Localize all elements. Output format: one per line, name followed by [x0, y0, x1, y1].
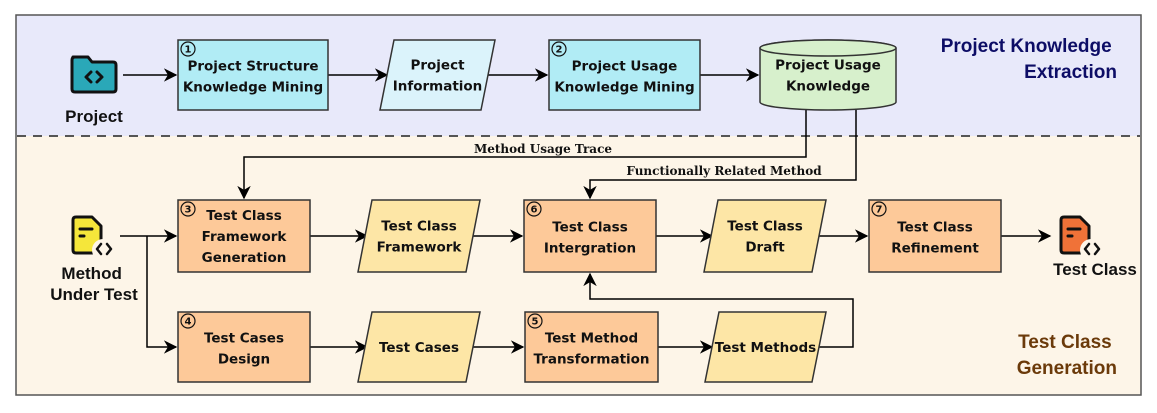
- node-test-methods: Test Methods: [704, 311, 827, 383]
- step-badge-circle: [871, 201, 887, 217]
- step-badge-number: 1: [185, 45, 192, 56]
- process-box: [523, 199, 657, 273]
- step-badge-circle: [180, 201, 196, 217]
- step-badge-number: 5: [532, 317, 539, 328]
- data-parallelogram: [703, 199, 827, 273]
- step-badge-circle: [551, 41, 567, 57]
- step-badge-circle: [180, 41, 196, 57]
- node-label: Test Methods: [715, 340, 816, 356]
- edge-label-method-usage-trace: Method Usage Trace: [474, 142, 612, 156]
- project-icon-group: Project: [65, 55, 123, 126]
- edge-testmethods-to-step6: [583, 272, 854, 348]
- step-badge-circle: [526, 201, 542, 217]
- process-box: [177, 199, 311, 273]
- step-badge-number: 6: [531, 205, 538, 216]
- code-folder-icon: [70, 55, 118, 94]
- section-title-top: Project Knowledge Extraction: [941, 36, 1117, 83]
- step-badge-number: 7: [876, 205, 883, 216]
- code-file-icon: [71, 215, 114, 261]
- outer-border: [15, 14, 1142, 396]
- step-badge-number: 3: [185, 205, 192, 216]
- step-badge-circle: [180, 313, 196, 329]
- edge-method-usage-trace: [237, 110, 807, 200]
- process-box: [548, 39, 701, 111]
- section-title-bottom: Test Class Generation: [1017, 332, 1117, 379]
- method-under-test-label: Method Under Test: [50, 264, 138, 304]
- edge-functionally-related: [583, 110, 857, 200]
- process-box: [177, 39, 329, 111]
- data-parallelogram: [379, 39, 496, 111]
- test-class-label: Test Class: [1053, 260, 1137, 279]
- process-box: [524, 311, 659, 383]
- process-box: [177, 311, 311, 383]
- edge-mut-to-step4: [146, 236, 178, 354]
- node-label: Test Cases: [379, 340, 459, 356]
- code-file-icon: [1059, 215, 1102, 261]
- step-badge-circle: [527, 313, 543, 329]
- step-badge-number: 4: [185, 317, 192, 328]
- step-badge-number: 2: [556, 45, 563, 56]
- test-class-output-group: Test Class: [1053, 215, 1137, 279]
- edges: [120, 68, 1052, 354]
- process-box: [868, 199, 1002, 273]
- project-label: Project: [65, 107, 123, 126]
- data-parallelogram: [704, 311, 827, 383]
- database-cylinder-top: [759, 39, 897, 57]
- method-under-test-group: Method Under Test: [50, 215, 138, 304]
- data-parallelogram: [357, 311, 481, 383]
- node-test-cases: Test Cases: [357, 311, 481, 383]
- data-parallelogram: [357, 199, 481, 273]
- edge-label-functionally-related: Functionally Related Method: [626, 164, 822, 178]
